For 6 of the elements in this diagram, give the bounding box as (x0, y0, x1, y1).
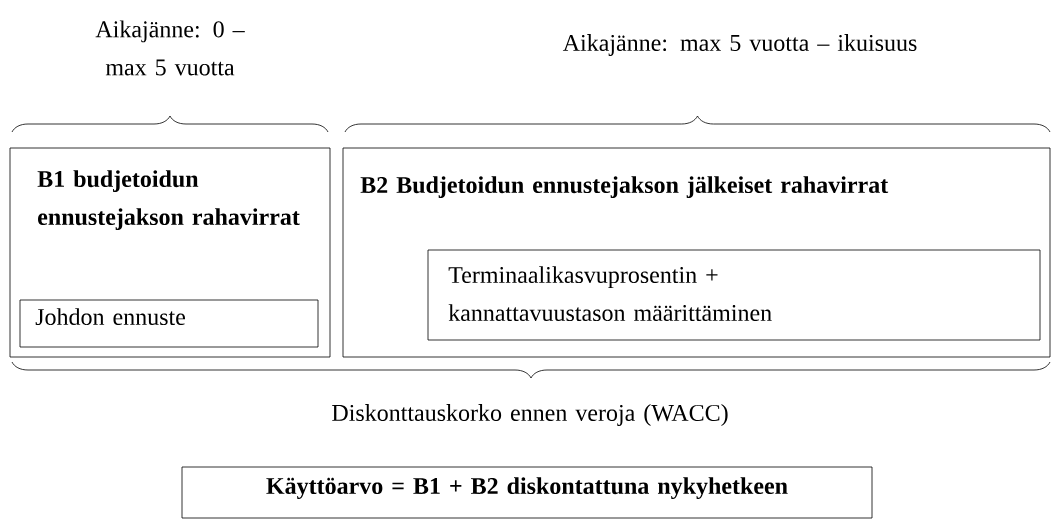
time-span-label: Aikajänne: max 5 vuotta – ikuisuus (562, 34, 917, 56)
time-span-label: Diskonttauskorko ennen veroja (WACC) (332, 404, 728, 426)
time-span-label: Aikajänne: 0 – max 5 vuotta (95, 20, 245, 76)
result-box: Käyttöarvo = B1 + B2 diskontattuna nykyhetkeen (181, 466, 873, 519)
inner-box: Johdon ennuste (19, 299, 319, 348)
inner-box: Terminaalikasvuprosentin + kannattavuustason määrittäminen (427, 249, 1041, 341)
